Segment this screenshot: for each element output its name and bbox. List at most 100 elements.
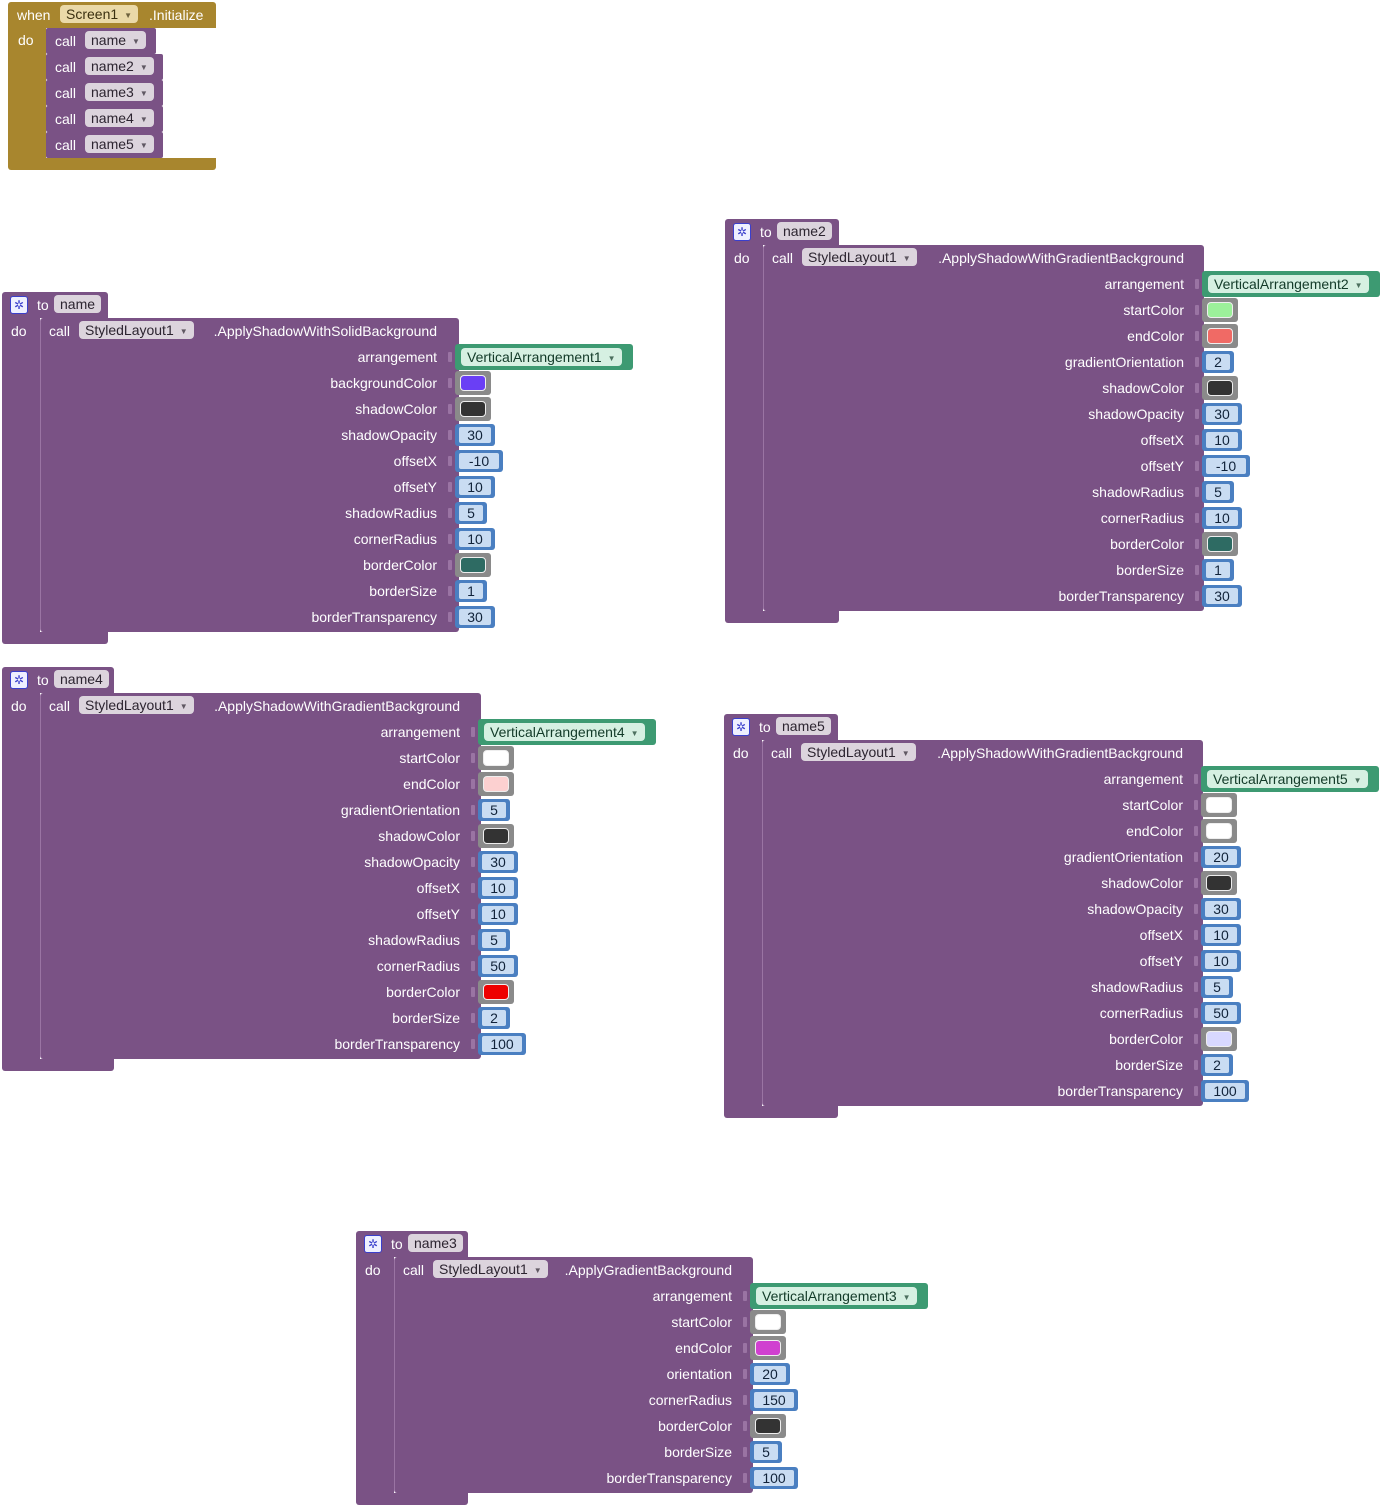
method-call-block[interactable] <box>763 245 1204 611</box>
color-block[interactable] <box>1202 324 1238 348</box>
color-block[interactable] <box>1201 819 1237 843</box>
number-field[interactable]: 150 <box>754 1392 794 1408</box>
number-field[interactable]: 1 <box>459 583 483 599</box>
component-dropdown[interactable]: StyledLayout1▼ <box>802 248 917 266</box>
color-block[interactable] <box>1201 1027 1237 1051</box>
number-block[interactable]: 30 <box>455 424 495 446</box>
number-field[interactable]: 30 <box>482 854 514 870</box>
number-field[interactable]: 5 <box>459 505 483 521</box>
number-field[interactable]: -10 <box>459 453 499 469</box>
number-block[interactable]: 10 <box>1202 507 1242 529</box>
number-field[interactable]: 30 <box>459 427 491 443</box>
number-field[interactable]: 20 <box>1205 849 1237 865</box>
number-block[interactable]: 5 <box>1202 481 1234 503</box>
procedure-dropdown[interactable]: name2▼ <box>85 57 154 75</box>
color-block[interactable] <box>1202 298 1238 322</box>
color-block[interactable] <box>1202 376 1238 400</box>
number-block[interactable]: 5 <box>1201 976 1233 998</box>
color-swatch[interactable] <box>1206 797 1232 813</box>
color-swatch[interactable] <box>1207 380 1233 396</box>
color-swatch[interactable] <box>1206 823 1232 839</box>
number-field[interactable]: 10 <box>482 906 514 922</box>
method-call-block[interactable] <box>394 1257 753 1493</box>
component-dropdown[interactable]: Screen1▼ <box>60 5 139 23</box>
number-block[interactable]: 30 <box>455 606 495 628</box>
color-swatch[interactable] <box>460 375 486 391</box>
procedure-dropdown[interactable]: name▼ <box>85 31 146 49</box>
number-block[interactable]: 10 <box>455 528 495 550</box>
number-field[interactable]: 10 <box>1205 927 1237 943</box>
number-block[interactable]: -10 <box>455 450 503 472</box>
number-field[interactable]: 100 <box>1205 1083 1245 1099</box>
number-field[interactable]: 2 <box>1206 354 1230 370</box>
number-block[interactable]: 10 <box>1201 924 1241 946</box>
number-block[interactable]: 30 <box>478 851 518 873</box>
number-field[interactable]: 100 <box>482 1036 522 1052</box>
color-block[interactable] <box>478 980 514 1004</box>
procedure-name-field[interactable]: name2 <box>777 222 832 240</box>
component-dropdown[interactable]: StyledLayout1▼ <box>79 321 194 339</box>
number-field[interactable]: 10 <box>482 880 514 896</box>
color-block[interactable] <box>750 1310 786 1334</box>
number-block[interactable]: 100 <box>750 1467 798 1489</box>
number-field[interactable]: 5 <box>754 1444 778 1460</box>
number-field[interactable]: 10 <box>1206 510 1238 526</box>
color-swatch[interactable] <box>460 557 486 573</box>
arrangement-dropdown[interactable]: VerticalArrangement5▼ <box>1207 770 1368 788</box>
number-block[interactable]: 100 <box>1201 1080 1249 1102</box>
gear-icon[interactable]: ✲ <box>10 296 28 314</box>
number-field[interactable]: 30 <box>459 609 491 625</box>
component-block[interactable]: VerticalArrangement3▼ <box>750 1283 928 1309</box>
number-field[interactable]: 50 <box>482 958 514 974</box>
number-block[interactable]: 30 <box>1201 898 1241 920</box>
arrangement-dropdown[interactable]: VerticalArrangement4▼ <box>484 723 645 741</box>
component-dropdown[interactable]: StyledLayout1▼ <box>79 696 194 714</box>
component-block[interactable]: VerticalArrangement2▼ <box>1202 271 1380 297</box>
number-field[interactable]: 10 <box>1206 432 1238 448</box>
number-block[interactable]: 5 <box>750 1441 782 1463</box>
number-block[interactable]: 10 <box>455 476 495 498</box>
number-field[interactable]: 1 <box>1206 562 1230 578</box>
color-swatch[interactable] <box>1206 875 1232 891</box>
color-block[interactable] <box>1202 532 1238 556</box>
number-block[interactable]: 10 <box>478 903 518 925</box>
color-swatch[interactable] <box>1207 536 1233 552</box>
number-block[interactable]: 2 <box>1201 1054 1233 1076</box>
number-block[interactable]: 30 <box>1202 585 1242 607</box>
number-block[interactable]: 5 <box>455 502 487 524</box>
arrangement-dropdown[interactable]: VerticalArrangement2▼ <box>1208 275 1369 293</box>
arrangement-dropdown[interactable]: VerticalArrangement3▼ <box>756 1287 917 1305</box>
number-field[interactable]: 10 <box>459 531 491 547</box>
color-block[interactable] <box>750 1336 786 1360</box>
color-swatch[interactable] <box>483 750 509 766</box>
color-block[interactable] <box>1201 793 1237 817</box>
number-field[interactable]: 2 <box>482 1010 506 1026</box>
component-block[interactable]: VerticalArrangement5▼ <box>1201 766 1379 792</box>
number-field[interactable]: -10 <box>1206 458 1246 474</box>
number-block[interactable]: 30 <box>1202 403 1242 425</box>
color-block[interactable] <box>478 746 514 770</box>
gear-icon[interactable]: ✲ <box>732 718 750 736</box>
number-block[interactable]: 10 <box>478 877 518 899</box>
number-block[interactable]: 10 <box>1201 950 1241 972</box>
color-swatch[interactable] <box>483 828 509 844</box>
color-swatch[interactable] <box>755 1418 781 1434</box>
arrangement-dropdown[interactable]: VerticalArrangement1▼ <box>461 348 622 366</box>
number-block[interactable]: 50 <box>1201 1002 1241 1024</box>
component-block[interactable]: VerticalArrangement1▼ <box>455 344 633 370</box>
color-swatch[interactable] <box>755 1340 781 1356</box>
number-block[interactable]: 10 <box>1202 429 1242 451</box>
number-block[interactable]: 2 <box>1202 351 1234 373</box>
number-block[interactable]: 2 <box>478 1007 510 1029</box>
number-field[interactable]: 2 <box>1205 1057 1229 1073</box>
gear-icon[interactable]: ✲ <box>10 671 28 689</box>
number-field[interactable]: 5 <box>1206 484 1230 500</box>
method-call-block[interactable] <box>762 740 1203 1106</box>
procedure-name-field[interactable]: name5 <box>776 717 831 735</box>
number-block[interactable]: 20 <box>750 1363 790 1385</box>
number-field[interactable]: 5 <box>1205 979 1229 995</box>
number-block[interactable]: 1 <box>455 580 487 602</box>
procedure-name-field[interactable]: name3 <box>408 1234 463 1252</box>
number-field[interactable]: 50 <box>1205 1005 1237 1021</box>
color-swatch[interactable] <box>1206 1031 1232 1047</box>
